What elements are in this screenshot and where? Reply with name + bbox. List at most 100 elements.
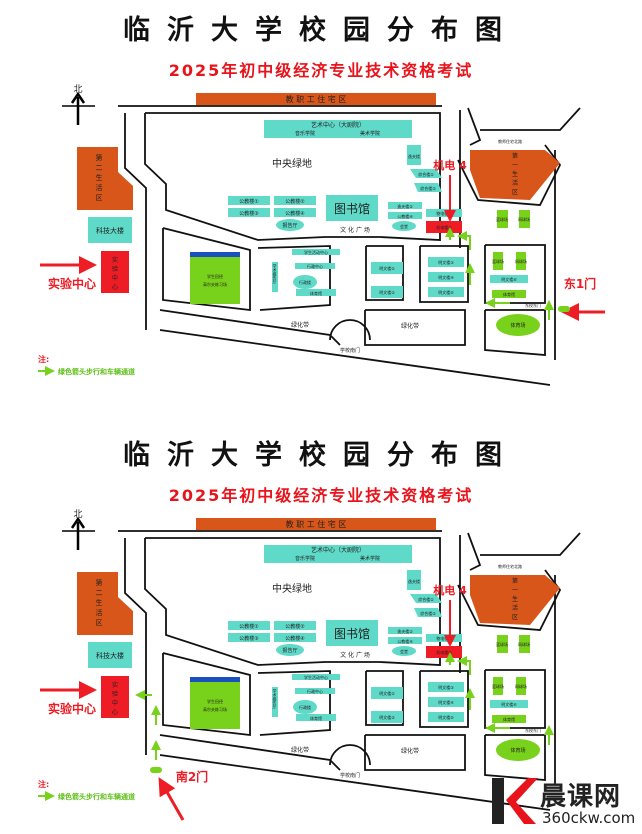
walkway-arrows-icon bbox=[445, 652, 554, 745]
public-building bbox=[274, 208, 316, 217]
teaching-label: 明文楼⑤ bbox=[438, 289, 454, 295]
living-area-2-label: 第 bbox=[96, 578, 103, 587]
auditorium bbox=[392, 221, 416, 231]
living-area-1-label: 活 bbox=[512, 179, 518, 187]
map-panel-east-gate: 临沂大学校园分布图 2025年初中级经济专业技术资格考试 北 教 职 工 住 宅… bbox=[38, 15, 605, 386]
right-building bbox=[388, 202, 422, 209]
living-area-1 bbox=[470, 575, 560, 625]
center-building bbox=[293, 275, 317, 289]
public-building-label: 公教楼① bbox=[239, 198, 259, 205]
living-area-1-label: 区 bbox=[512, 189, 518, 196]
right-building-label: 逸夫楼② bbox=[397, 628, 413, 634]
right-building-label: 逸夫楼 bbox=[408, 153, 420, 159]
logo-url: 360ckw.com bbox=[542, 809, 636, 827]
living-area-2-label: 活 bbox=[96, 608, 103, 617]
legend-note: 绿色箭头步行和车辆通道 bbox=[58, 792, 135, 801]
right-building-label: 综合楼② bbox=[420, 610, 436, 616]
field-label: 学生田径 bbox=[207, 698, 223, 704]
field-stripe bbox=[190, 677, 240, 682]
teaching-building bbox=[371, 711, 403, 723]
right-building-label: 综合楼② bbox=[420, 185, 436, 191]
teaching-label: 明文楼⑥ bbox=[501, 701, 517, 707]
right-building bbox=[407, 570, 421, 590]
living-area-1 bbox=[470, 150, 560, 200]
public-building bbox=[274, 196, 316, 205]
right-building-label: 综合楼① bbox=[418, 171, 434, 177]
vertical-building-label: 学术报告厅 bbox=[273, 263, 278, 284]
public-building bbox=[274, 633, 316, 642]
art-center-label: 艺术中心（大剧院） bbox=[311, 546, 365, 554]
walkway-arrows-icon bbox=[445, 227, 554, 320]
fine-arts-label: 美术学院 bbox=[360, 555, 380, 562]
lab-center-label: 实 bbox=[112, 681, 118, 689]
court-label: 篮球场 bbox=[492, 258, 504, 264]
exam-subtitle: 2025年初中级经济专业技术资格考试 bbox=[168, 486, 474, 505]
court bbox=[519, 635, 530, 653]
court-label: 篮球场 bbox=[496, 641, 508, 647]
gym-building bbox=[492, 290, 526, 298]
south-gate-label: 学校南门 bbox=[340, 347, 360, 354]
living-area-1-label: 活 bbox=[512, 604, 518, 612]
public-building-label: 公教楼② bbox=[285, 623, 305, 630]
library-label: 图书馆 bbox=[334, 201, 370, 216]
court-label: 篮球场 bbox=[496, 216, 508, 222]
living-area-2-label: 第 bbox=[96, 153, 103, 162]
green-belt-label: 绿化带 bbox=[401, 322, 419, 330]
teaching-building bbox=[490, 700, 528, 708]
public-building-label: 公教楼② bbox=[285, 198, 305, 205]
court-label: 网球场 bbox=[518, 216, 530, 222]
right-building bbox=[410, 594, 442, 603]
teaching-label: 明文楼② bbox=[379, 289, 395, 295]
right-building-label: 公教楼④ bbox=[397, 638, 413, 644]
lecture-hall-label: 报告厅 bbox=[282, 647, 297, 654]
right-building-label: 逸夫楼 bbox=[408, 578, 420, 584]
lab-center-label: 验 bbox=[112, 690, 118, 698]
center-building-label: 行政中心 bbox=[307, 688, 323, 694]
tech-building bbox=[88, 217, 132, 243]
note-title: 注: bbox=[38, 779, 49, 789]
center-building bbox=[296, 714, 336, 721]
right-building-label: 公教楼④ bbox=[397, 213, 413, 219]
court bbox=[516, 677, 526, 695]
center-building-label: 体育馆 bbox=[310, 290, 322, 296]
court-label: 网球场 bbox=[515, 683, 527, 689]
exam-building-label: 机电楼④ bbox=[436, 224, 452, 230]
center-building-label: 行政中心 bbox=[307, 263, 323, 269]
central-green-label: 中央绿地 bbox=[272, 157, 312, 170]
staff-housing-block bbox=[196, 518, 436, 530]
campus-map: 北 教 职 工 住 宅 区 艺术中心（大剧院） 音乐学院 美术学院 中央绿地 第… bbox=[38, 84, 605, 386]
north-arrow-icon bbox=[62, 91, 95, 125]
plaza-label: 文 化 广 场 bbox=[340, 651, 370, 659]
teaching-label: 明文楼② bbox=[379, 714, 395, 720]
right-building bbox=[410, 169, 442, 178]
campus-map: 北 教 职 工 住 宅 区 艺术中心（大剧院） 音乐学院 美术学院 中央绿地 第… bbox=[38, 509, 581, 821]
right-building bbox=[414, 608, 442, 617]
art-center-building bbox=[264, 545, 412, 563]
living-area-2-label: 区 bbox=[96, 194, 103, 202]
site-logo: 晨课网 360ckw.com bbox=[488, 776, 638, 832]
teaching-building bbox=[371, 687, 403, 699]
center-building-label: 学生活动中心 bbox=[304, 674, 328, 680]
court bbox=[516, 252, 526, 270]
public-building bbox=[228, 196, 270, 205]
center-building-label: 体育馆 bbox=[310, 715, 322, 721]
tech-building-label: 科技大楼 bbox=[96, 226, 124, 235]
living-area-2 bbox=[77, 572, 133, 635]
gym-building bbox=[492, 715, 526, 723]
living-area-1-label: 生 bbox=[512, 595, 518, 603]
roads bbox=[118, 105, 581, 386]
map-title: 临沂大学校园分布图 bbox=[123, 15, 519, 46]
court bbox=[497, 635, 508, 653]
teaching-building bbox=[371, 286, 403, 298]
east-gate-label: 东校东门 bbox=[525, 727, 541, 733]
living-area-2-label: 活 bbox=[96, 183, 103, 192]
right-building-label: 逸夫楼② bbox=[397, 203, 413, 209]
lab-center-callout: 实验中心 bbox=[48, 276, 96, 291]
teaching-building bbox=[428, 272, 464, 282]
walkway-arrows-icon bbox=[135, 690, 161, 760]
living-area-1-label: 区 bbox=[512, 614, 518, 621]
public-building-label: 公教楼④ bbox=[285, 635, 305, 642]
library-label: 图书馆 bbox=[334, 626, 370, 641]
field-stripe bbox=[190, 252, 240, 257]
public-building bbox=[228, 621, 270, 630]
